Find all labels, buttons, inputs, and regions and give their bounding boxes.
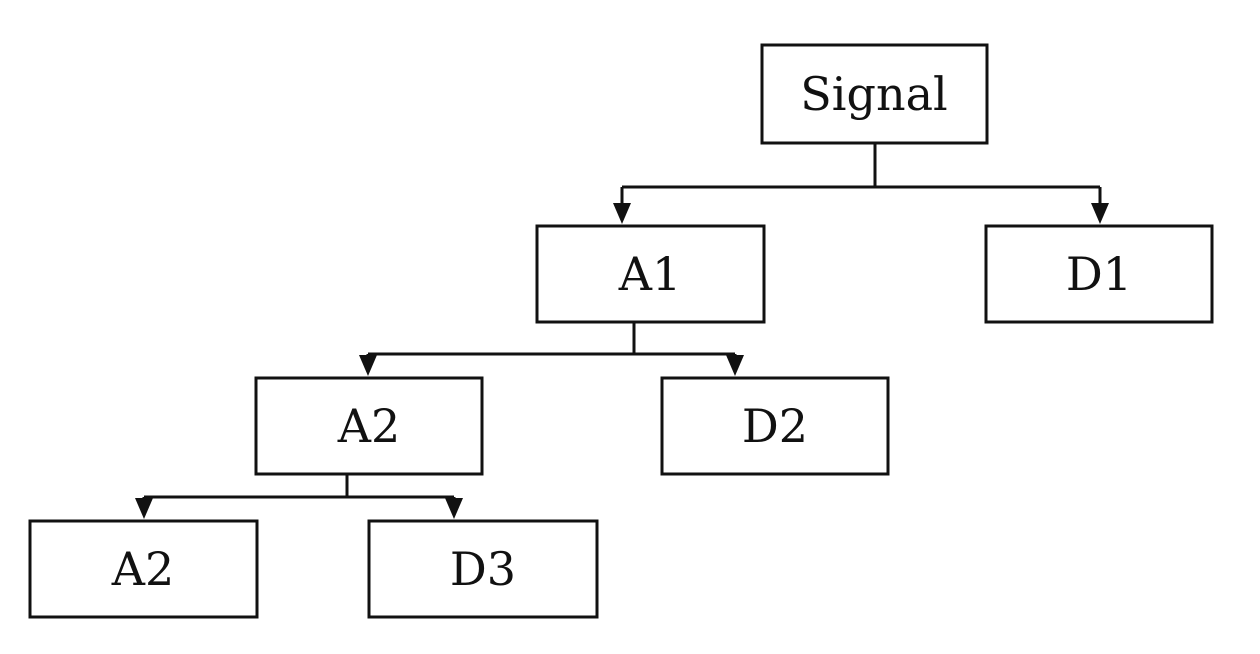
edge-signal-children — [620, 143, 1102, 205]
node-box-d1 — [984, 224, 1214, 324]
edges — [135, 143, 1109, 519]
node-label-d3: D3 — [450, 542, 516, 596]
node-label-signal: Signal — [800, 67, 947, 121]
node-d2: D2 — [660, 376, 890, 476]
node-box-d3 — [367, 519, 599, 619]
node-label-a2-level3: A2 — [111, 542, 175, 596]
edge-a2-children — [142, 474, 456, 500]
node-a2-level2: A2 — [254, 376, 484, 476]
node-box-a2-level2 — [254, 376, 484, 476]
node-box-a2-level3 — [28, 519, 259, 619]
node-signal: Signal — [760, 43, 989, 145]
node-box-d2 — [660, 376, 890, 476]
node-d3: D3 — [367, 519, 599, 619]
arrow-signal-to-a1 — [613, 203, 631, 224]
node-a2-level3: A2 — [28, 519, 259, 619]
arrow-signal-to-d1 — [1091, 203, 1109, 224]
node-label-a2-level2: A2 — [337, 399, 401, 453]
node-d1: D1 — [984, 224, 1214, 324]
arrow-a2-to-a2 — [135, 498, 153, 519]
node-label-a1: A1 — [618, 247, 682, 301]
node-label-d2: D2 — [742, 399, 808, 453]
arrow-a1-to-a2 — [359, 355, 377, 376]
node-a1: A1 — [535, 224, 766, 324]
edge-a1-children — [366, 322, 737, 357]
node-label-d1: D1 — [1066, 247, 1132, 301]
arrow-a2-to-d3 — [445, 498, 463, 519]
node-box-a1 — [535, 224, 766, 324]
node-box-signal — [760, 43, 989, 145]
arrow-a1-to-d2 — [726, 355, 744, 376]
